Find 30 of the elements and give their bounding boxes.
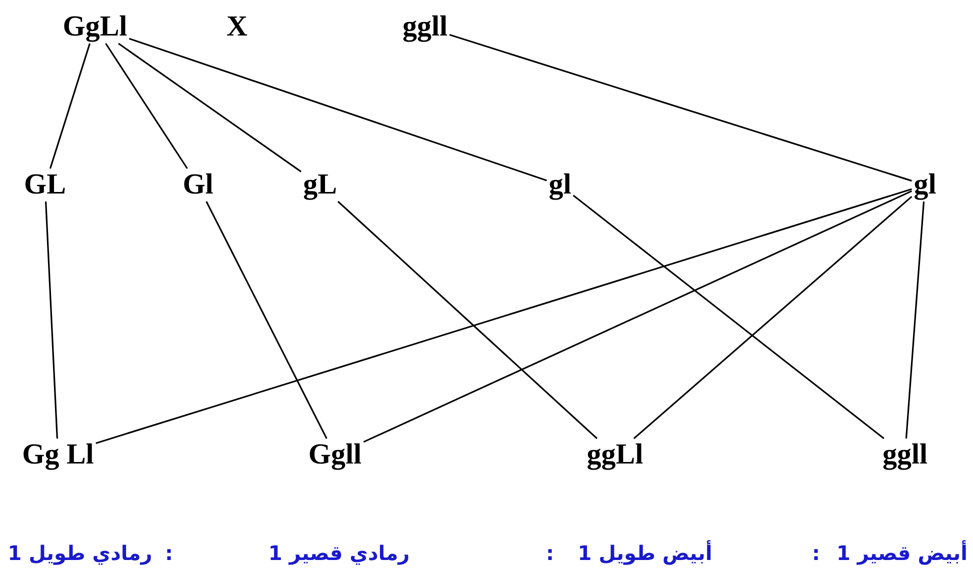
genotype-label: gl xyxy=(912,168,938,202)
genotype-label: ggll xyxy=(400,10,450,44)
genotype-label: Gg Ll xyxy=(20,438,96,472)
ratio-text: رمادي قصير 1 xyxy=(268,543,410,563)
connector-line xyxy=(118,42,302,172)
cross-sign: X xyxy=(226,10,248,44)
ratio-text: رمادي طويل 1 xyxy=(8,543,152,563)
genotype-label: GL xyxy=(22,168,68,202)
genotype-label: ggLl xyxy=(584,438,646,472)
connector-line xyxy=(449,34,912,182)
separator-colon: : xyxy=(812,543,820,563)
connector-line xyxy=(206,201,328,439)
genotype-label: ggll xyxy=(880,438,930,472)
genotype-label: Ggll xyxy=(306,438,364,472)
separator-colon: : xyxy=(165,543,173,563)
genotype-label: gL xyxy=(301,168,339,202)
connector-line xyxy=(128,38,547,182)
connector-line xyxy=(105,43,188,169)
connector-line xyxy=(337,200,598,440)
separator-colon: : xyxy=(546,543,554,563)
genotype-label: Gl xyxy=(180,168,216,202)
connector-line xyxy=(45,201,58,439)
connector-line xyxy=(96,188,912,444)
genotype-label: gl xyxy=(546,168,574,202)
genotype-label: GgLl xyxy=(60,10,130,44)
connector-line xyxy=(633,196,912,440)
connector-line xyxy=(363,190,912,443)
connector-line xyxy=(572,194,884,440)
connector-line xyxy=(49,43,91,169)
connector-line xyxy=(905,201,925,439)
